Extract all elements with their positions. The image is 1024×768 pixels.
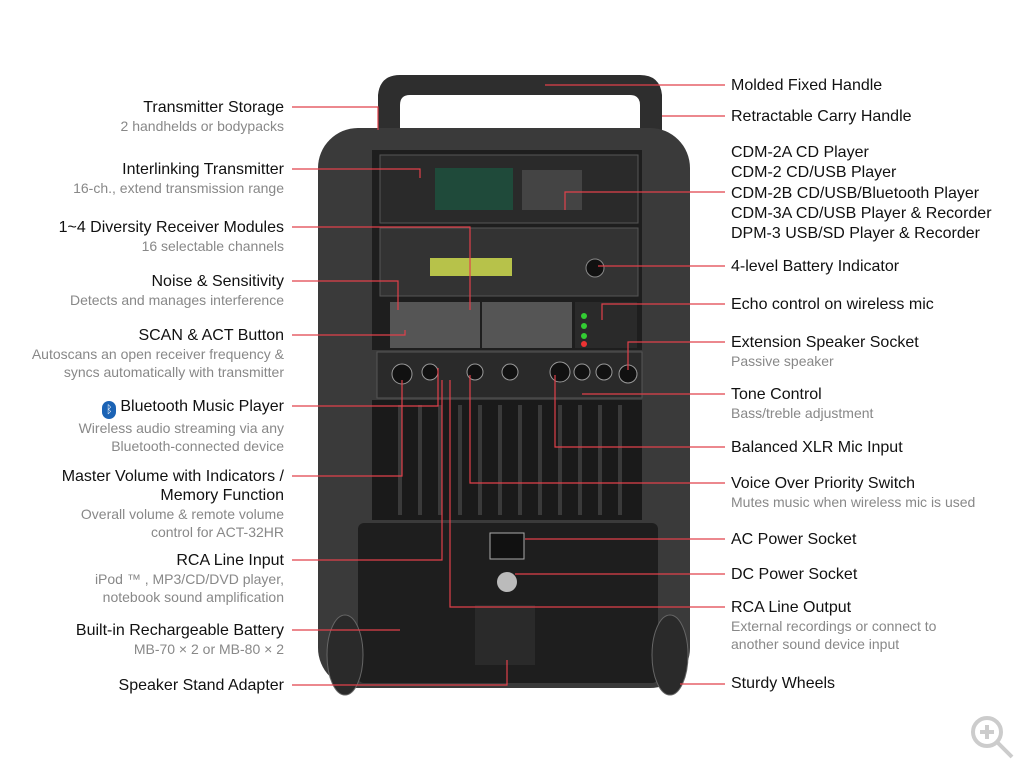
dc-socket xyxy=(497,572,517,592)
molded-handle xyxy=(378,75,662,160)
storage-slot xyxy=(522,170,582,210)
cd-knob xyxy=(585,258,605,278)
bluetooth-icon: ᛒ xyxy=(102,401,117,419)
receiver-module-1 xyxy=(390,302,480,348)
label-battery-indicator: 4-level Battery Indicator xyxy=(731,258,900,275)
speaker-grille xyxy=(372,400,642,520)
label-xlr-input: Balanced XLR Mic Input xyxy=(731,439,903,456)
bluetooth-title: Bluetooth Music Player xyxy=(120,398,284,415)
label-echo-control: Echo control on wireless mic xyxy=(731,296,934,313)
battery-panel xyxy=(358,523,658,683)
label-molded-handle: Molded Fixed Handle xyxy=(731,77,883,94)
transmitter-display xyxy=(435,168,513,210)
label-master-volume: Master Volume with Indicators /Memory Fu… xyxy=(61,468,284,540)
label-stand-adapter: Speaker Stand Adapter xyxy=(118,677,284,694)
receiver-module-2 xyxy=(482,302,572,348)
stand-adapter xyxy=(475,605,535,665)
label-wheels: Sturdy Wheels xyxy=(731,675,836,692)
label-carry-handle: Retractable Carry Handle xyxy=(731,108,912,125)
cd-display xyxy=(430,258,512,276)
ac-socket xyxy=(489,532,525,560)
leader-lines xyxy=(292,84,725,686)
zoom-in-icon[interactable] xyxy=(971,716,1014,759)
label-dc-socket: DC Power Socket xyxy=(731,566,858,583)
right-wheel xyxy=(651,614,689,696)
label-ac-socket: AC Power Socket xyxy=(731,531,857,548)
left-wheel xyxy=(326,614,364,696)
